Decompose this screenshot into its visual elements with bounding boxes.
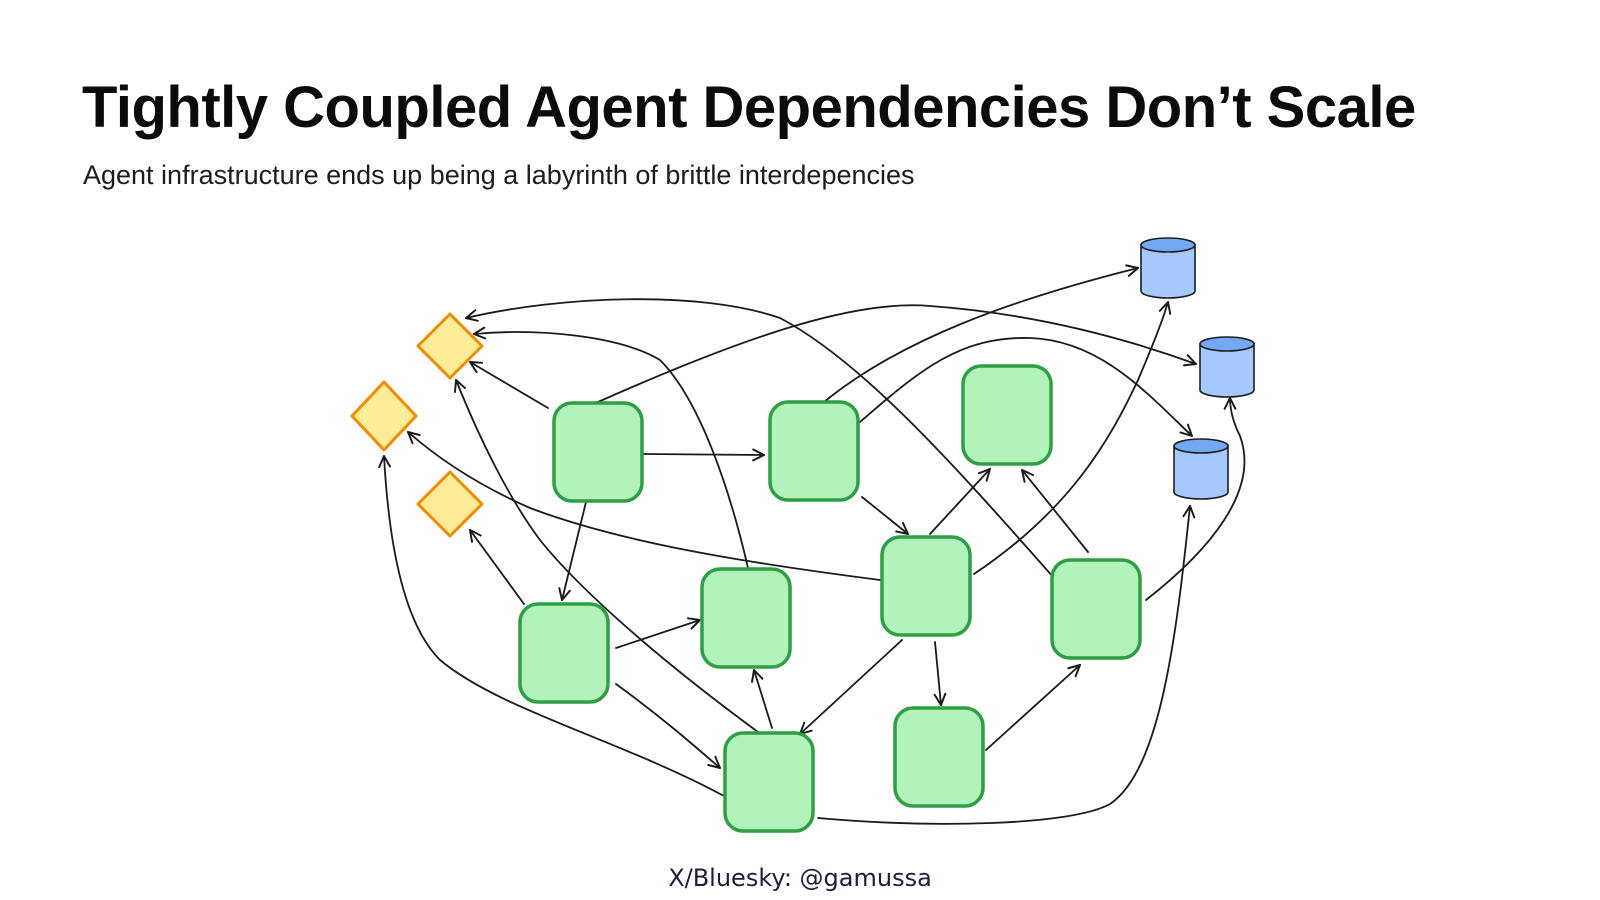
database-node-2 (1199, 336, 1255, 398)
edge-agent-4-to-agent-8 (933, 641, 947, 706)
edge-agent-4-to-agent-3 (929, 468, 991, 535)
agent-node-2 (768, 400, 860, 502)
agent-node-8 (893, 706, 985, 808)
edge-agent-7-to-database-3 (817, 505, 1196, 825)
edge-agent-1-to-database-2 (597, 304, 1197, 403)
database-node-3 (1173, 438, 1229, 500)
edge-agent-7-to-agent-6 (751, 669, 773, 729)
agent-node-5 (518, 602, 610, 704)
footer-handle: X/Bluesky: @gamussa (668, 864, 932, 892)
edge-agent-1-to-agent-5 (558, 501, 587, 601)
database-node-1 (1140, 237, 1196, 299)
slide-title: Tightly Coupled Agent Dependencies Don’t… (82, 75, 1416, 140)
edge-agent-9-to-agent-3 (1021, 469, 1089, 553)
edge-agent-2-to-database-1 (823, 264, 1139, 403)
tool-nodes (350, 312, 484, 538)
database-nodes (1140, 237, 1255, 500)
slide-subtitle: Agent infrastructure ends up being a lab… (83, 160, 915, 190)
edge-agent-1-to-tool-1 (469, 361, 549, 409)
edge-agent-2-to-agent-4 (861, 496, 909, 535)
edge-agent-4-to-agent-7 (799, 639, 903, 735)
edge-agent-8-to-agent-9 (985, 664, 1081, 751)
agent-node-3 (961, 364, 1053, 466)
agent-node-6 (700, 567, 792, 669)
agent-node-7 (723, 731, 815, 833)
tool-node-1 (416, 312, 484, 380)
edge-agent-4-to-tool-2 (407, 431, 881, 581)
edge-agent-7-to-tool-2 (378, 455, 725, 797)
agent-node-9 (1050, 558, 1142, 660)
tool-node-2 (350, 380, 418, 452)
agent-nodes (518, 364, 1142, 833)
edge-agent-7-to-tool-1 (454, 379, 759, 733)
edge-agent-5-to-tool-3 (469, 529, 525, 605)
agent-node-1 (552, 401, 644, 503)
edge-agent-5-to-agent-7 (615, 683, 721, 769)
tool-node-3 (416, 470, 484, 538)
edge-agent-4-to-database-1 (973, 301, 1172, 575)
agent-node-4 (880, 535, 972, 637)
edge-agent-6-to-tool-1 (473, 326, 749, 569)
edge-agent-1-to-agent-2 (643, 448, 765, 462)
edge-agent-2-to-database-3 (859, 337, 1193, 437)
edge-agent-9-to-database-2 (1145, 397, 1246, 601)
edge-agent-5-to-agent-6 (615, 617, 701, 649)
edge-agent-9-to-tool-1 (465, 298, 1055, 579)
edges (378, 264, 1246, 825)
